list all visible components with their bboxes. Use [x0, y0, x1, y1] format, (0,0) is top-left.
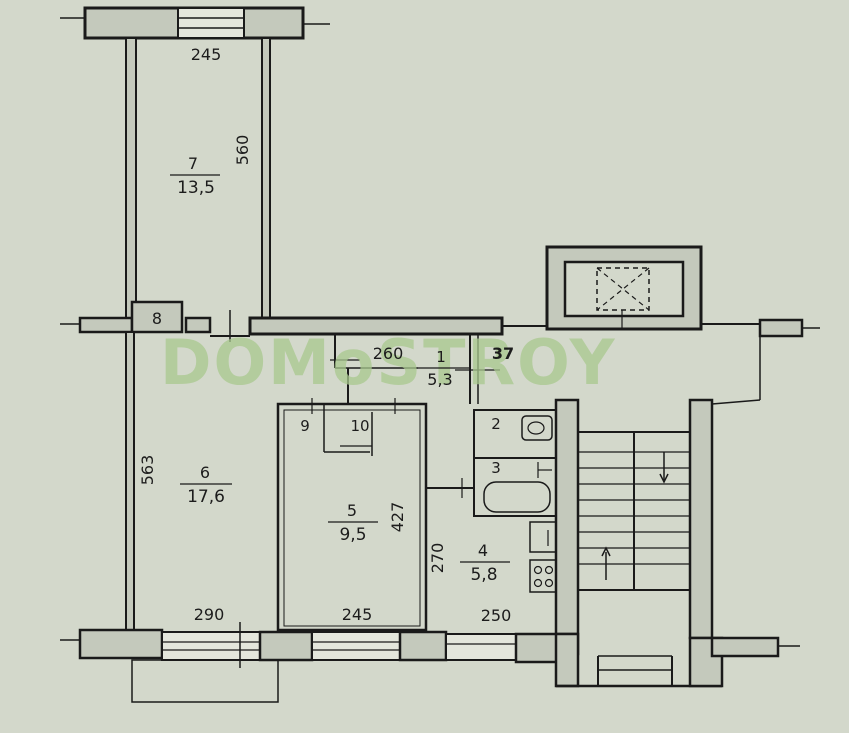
- dim-bottom-245: 245: [342, 605, 373, 624]
- watermark: DOMoSTROY: [160, 326, 617, 399]
- dim-mid-37: 37: [492, 344, 514, 363]
- room-9-number: 9: [300, 417, 310, 435]
- room-6-number: 6: [200, 463, 210, 482]
- dim-side-563: 563: [138, 455, 157, 486]
- middle-wall: [60, 300, 820, 405]
- room-3-number: 3: [491, 459, 501, 477]
- dim-side-560: 560: [233, 135, 252, 166]
- room-1-number: 1: [436, 348, 446, 366]
- dim-side-427: 427: [388, 502, 407, 533]
- room-5-number: 5: [347, 501, 357, 520]
- room-8-number: 8: [152, 309, 162, 328]
- lower-walls: [125, 331, 714, 656]
- dim-side-270: 270: [428, 543, 447, 574]
- room-7-number: 7: [188, 154, 198, 173]
- dim-bottom-290: 290: [194, 605, 225, 624]
- room-4-number: 4: [478, 541, 488, 560]
- room-2-number: 2: [491, 415, 501, 433]
- room-4-area: 5,8: [470, 565, 497, 585]
- shaft-box: [545, 245, 703, 331]
- room-7-area: 13,5: [177, 178, 215, 198]
- bottom-wall: [60, 622, 800, 703]
- staircase: [578, 431, 690, 591]
- dim-top-245: 245: [191, 45, 222, 64]
- dim-bottom-250: 250: [481, 606, 512, 625]
- room-6-area: 17,6: [187, 487, 225, 507]
- room-7-walls: [60, 6, 330, 321]
- room-1-area: 5,3: [427, 370, 452, 389]
- room-5-area: 9,5: [339, 525, 366, 545]
- dim-mid-260: 260: [373, 344, 404, 363]
- room-10-number: 10: [350, 417, 369, 435]
